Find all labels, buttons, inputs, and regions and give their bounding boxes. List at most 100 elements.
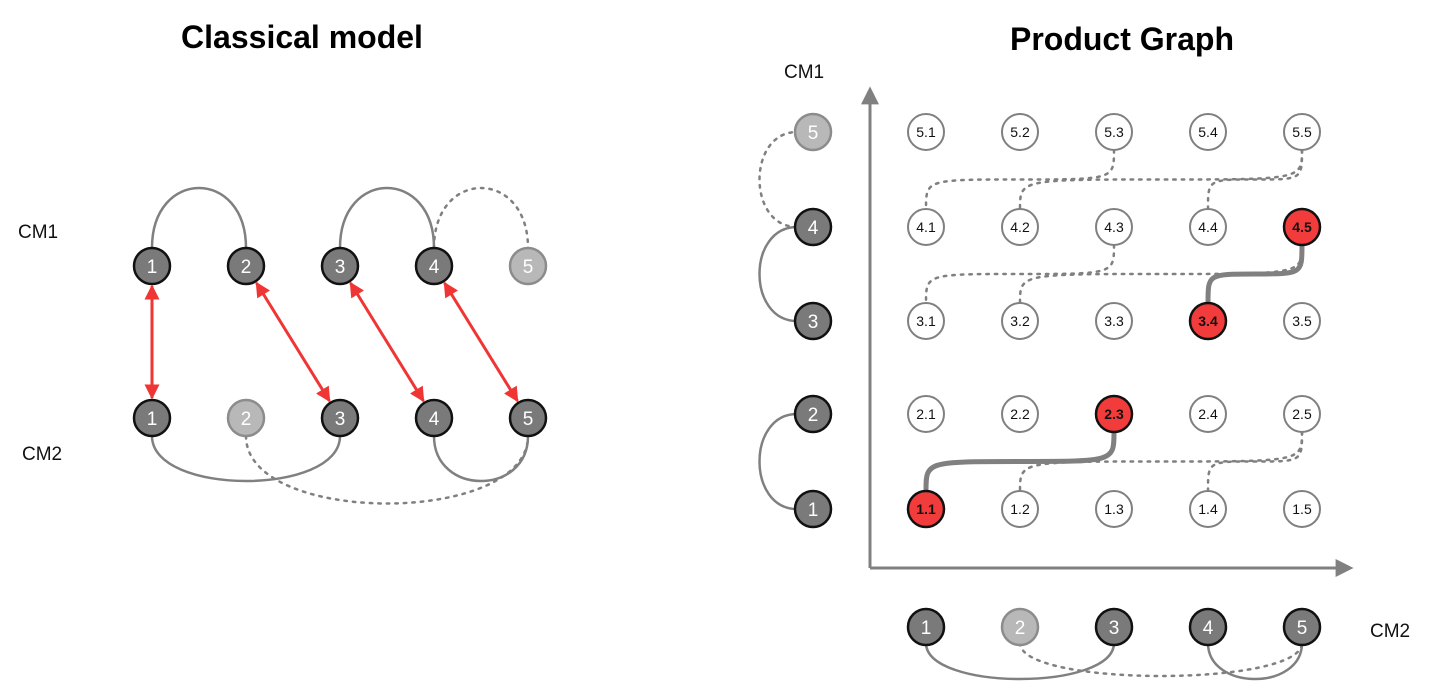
grid-node-3.1-circle	[907, 302, 945, 340]
product-cm2-node-2: 2	[1000, 607, 1040, 647]
grid-node-5.3-circle	[1095, 113, 1133, 151]
classical-cm1-node-3-label: 3	[335, 257, 346, 278]
product-cm2-link-2-5	[1018, 641, 1304, 678]
grid-node-1.2-circle	[1001, 490, 1039, 528]
grid-node-5.4-label: 5.4	[1198, 124, 1218, 140]
grid-node-2.3: 2.3	[1094, 394, 1134, 434]
product-cm1-link-1-2	[758, 412, 798, 511]
grid-node-4.4: 4.4	[1189, 208, 1227, 246]
grid-node-1.3: 1.3	[1095, 490, 1133, 528]
grid-node-3.3: 3.3	[1095, 302, 1133, 340]
product-cm2-node-4: 4	[1188, 607, 1228, 647]
grid-node-2.1-label: 2.1	[916, 406, 936, 422]
classical-links	[150, 186, 530, 505]
product-cm2-node-3: 3	[1094, 607, 1134, 647]
grid-node-3.5-label: 3.5	[1292, 313, 1312, 329]
grid-node-3.2: 3.2	[1001, 302, 1039, 340]
classical-cm2-node-1-circle	[132, 398, 172, 438]
product-cm2-node-1: 1	[906, 607, 946, 647]
grid-node-5.1-circle	[907, 113, 945, 151]
grid-node-2.3-label: 2.3	[1104, 406, 1124, 422]
grid-node-5.3-label: 5.3	[1104, 124, 1124, 140]
dotted-link-5.3-4.1	[924, 148, 1116, 211]
classical-cm2-node-2-circle	[226, 398, 266, 438]
alignment-arrow-3-4	[349, 281, 425, 403]
grid-node-1.4: 1.4	[1189, 490, 1227, 528]
grid-node-5.1-label: 5.1	[916, 124, 936, 140]
product-cm1-node-2-circle	[793, 394, 833, 434]
product-cm2-link-1-3	[924, 642, 1116, 681]
classical-cm2-node-3: 3	[320, 398, 360, 438]
product-cm2-node-5: 5	[1282, 607, 1322, 647]
classical-cm1-node-2-label: 2	[241, 257, 252, 278]
product-cm2-node-1-label: 1	[921, 618, 932, 639]
grid-node-5.2: 5.2	[1001, 113, 1039, 151]
dotted-link-2.5-1.4	[1206, 430, 1304, 493]
product-cm1-node-1: 1	[793, 489, 833, 529]
product-cm2-node-2-label: 2	[1015, 618, 1026, 639]
dotted-link-4.3-3.1	[924, 243, 1116, 305]
grid-node-3.4-circle	[1188, 301, 1228, 341]
alignment-arrow-2-3	[255, 281, 331, 403]
product-cm1-node-3-circle	[793, 301, 833, 341]
path-link-3.4-4.5	[1205, 244, 1305, 304]
product-cm2-link-4-5	[1206, 642, 1304, 681]
product-cm1-node-2: 2	[793, 394, 833, 434]
classical-cm1-node-5-label: 5	[523, 257, 534, 278]
product-cm1-node-5: 5	[793, 112, 833, 152]
grid-node-5.1: 5.1	[907, 113, 945, 151]
grid-node-3.5-circle	[1283, 302, 1321, 340]
classical-model-title: Classical model	[181, 19, 423, 55]
grid-node-1.1-label: 1.1	[916, 501, 936, 517]
grid-node-3.4-label: 3.4	[1198, 313, 1218, 329]
grid-node-3.2-label: 3.2	[1010, 313, 1030, 329]
grid-node-2.2-circle	[1001, 395, 1039, 433]
dotted-link-5.5-4.4	[1206, 148, 1304, 211]
classical-cm2-node-4-label: 4	[429, 409, 440, 430]
classical-cm1-node-5: 5	[508, 246, 548, 286]
grid-node-4.2: 4.2	[1001, 208, 1039, 246]
classical-cm2-node-5-label: 5	[523, 409, 534, 430]
grid-node-2.2-label: 2.2	[1010, 406, 1030, 422]
path-link-1.1-2.3	[923, 431, 1117, 492]
grid-node-4.5-label: 4.5	[1292, 219, 1312, 235]
dotted-link-2.5-1.2	[1018, 430, 1304, 493]
grid-node-5.5-label: 5.5	[1292, 124, 1312, 140]
grid-node-1.5-circle	[1283, 490, 1321, 528]
grid-node-2.1: 2.1	[907, 395, 945, 433]
product-axis-links	[758, 130, 1304, 681]
grid-node-4.1: 4.1	[907, 208, 945, 246]
classical-cm2-node-5-circle	[508, 398, 548, 438]
grid-node-3.4: 3.4	[1188, 301, 1228, 341]
classical-cm2-node-3-label: 3	[335, 409, 346, 430]
dotted-link-5.5-4.2	[1018, 148, 1304, 211]
grid-node-5.2-label: 5.2	[1010, 124, 1030, 140]
classical-cm1-node-2: 2	[226, 246, 266, 286]
classical-cm1-node-3: 3	[320, 246, 360, 286]
grid-node-5.5-circle	[1283, 113, 1321, 151]
classical-cm1-node-1: 1	[132, 246, 172, 286]
product-cm1-node-4-circle	[793, 207, 833, 247]
classical-cm2-link-1-3	[150, 435, 342, 483]
grid-node-3.1: 3.1	[907, 302, 945, 340]
product-cm1-node-5-circle	[793, 112, 833, 152]
grid-node-1.1-circle	[906, 489, 946, 529]
product-cm1-node-2-label: 2	[808, 405, 819, 426]
classical-cm1-node-2-circle	[226, 246, 266, 286]
classical-cm2-node-3-circle	[320, 398, 360, 438]
grid-node-5.4: 5.4	[1189, 113, 1227, 151]
grid-node-5.3: 5.3	[1095, 113, 1133, 151]
classical-cm1-link-3-4	[338, 186, 436, 249]
grid-node-1.4-label: 1.4	[1198, 501, 1218, 517]
grid-node-4.3-circle	[1095, 208, 1133, 246]
classical-cm2-node-2: 2	[226, 398, 266, 438]
grid-node-2.4: 2.4	[1189, 395, 1227, 433]
grid-node-2.4-circle	[1189, 395, 1227, 433]
grid-node-1.2: 1.2	[1001, 490, 1039, 528]
product-cm2-node-5-circle	[1282, 607, 1322, 647]
classical-alignment-arrows	[144, 281, 519, 403]
classical-cm2-node-4-circle	[414, 398, 454, 438]
product-cm2-node-3-label: 3	[1109, 618, 1120, 639]
